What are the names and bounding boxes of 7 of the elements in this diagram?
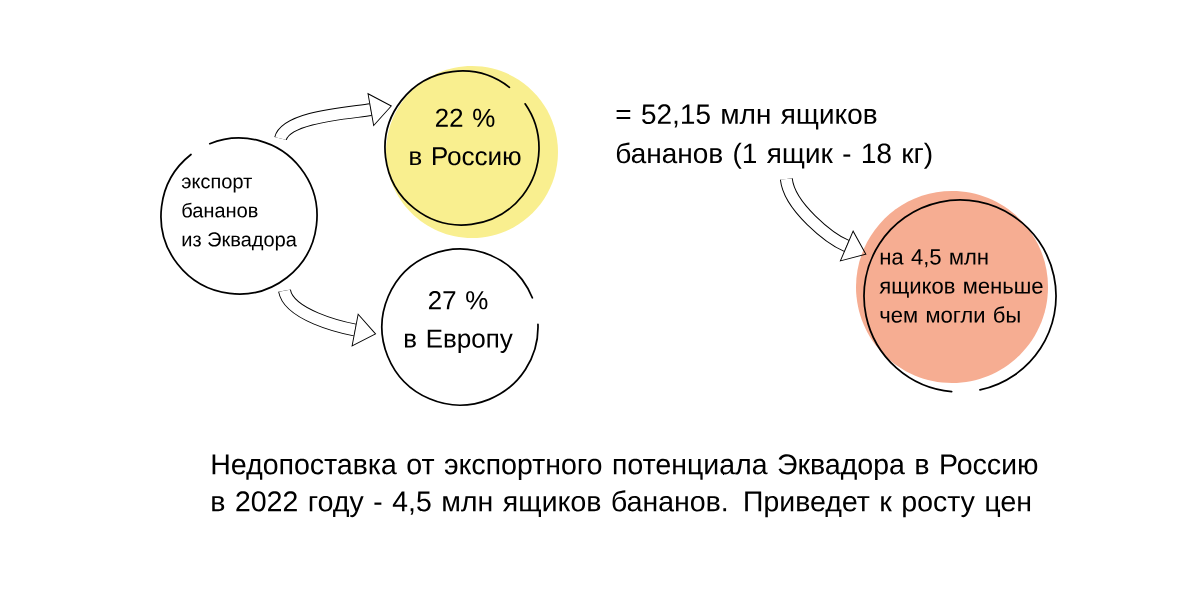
arrow — [274, 93, 392, 142]
circle-node: 22 % в Россию — [384, 66, 558, 238]
circle-node: на 4,5 млн ящиков меньше чем могли бы — [856, 191, 1057, 393]
arrow — [278, 288, 376, 347]
annotation-text: = 52,15 млн ящиков бананов (1 ящик - 18 кг) — [616, 104, 932, 169]
caption: Недопоставка от экспортного потенциала Эквадора в Россию в 2022 году - 4,5 млн ящиков бананов. Приведет к росту цен — [212, 454, 1038, 518]
arrow — [780, 177, 867, 262]
